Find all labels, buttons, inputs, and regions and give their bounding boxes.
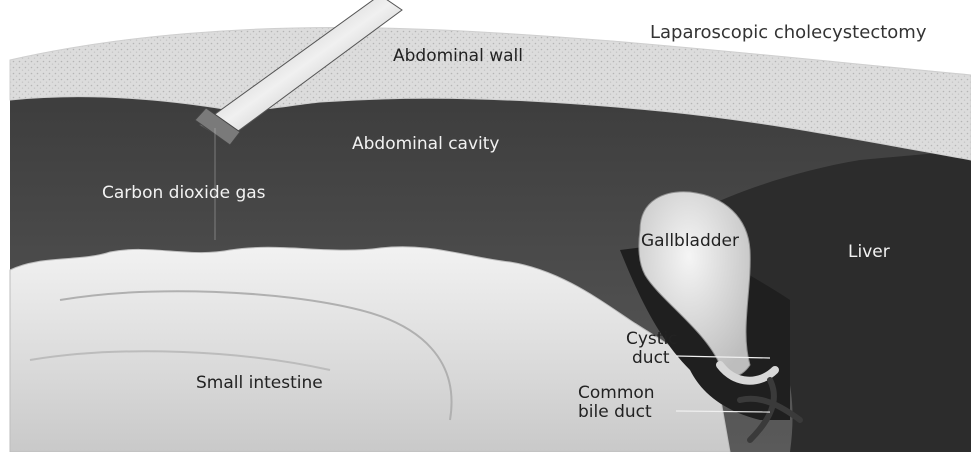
label-cystic-duct-line1: Cystic: [620, 330, 678, 349]
label-liver: Liver: [848, 243, 890, 262]
label-common-bile-duct-line2: bile duct: [578, 403, 655, 422]
label-abdominal-wall: Abdominal wall: [393, 47, 523, 66]
label-small-intestine: Small intestine: [196, 374, 323, 393]
label-cystic-duct-line2: duct: [620, 349, 678, 368]
label-carbon-dioxide-gas: Carbon dioxide gas: [102, 184, 266, 203]
label-abdominal-cavity: Abdominal cavity: [352, 135, 500, 154]
label-common-bile-duct-line1: Common: [578, 384, 655, 403]
diagram-title: Laparoscopic cholecystectomy: [650, 22, 926, 43]
label-gallbladder: Gallbladder: [641, 232, 739, 251]
label-cystic-duct: Cystic duct: [620, 330, 678, 367]
label-common-bile-duct: Common bile duct: [578, 384, 655, 421]
